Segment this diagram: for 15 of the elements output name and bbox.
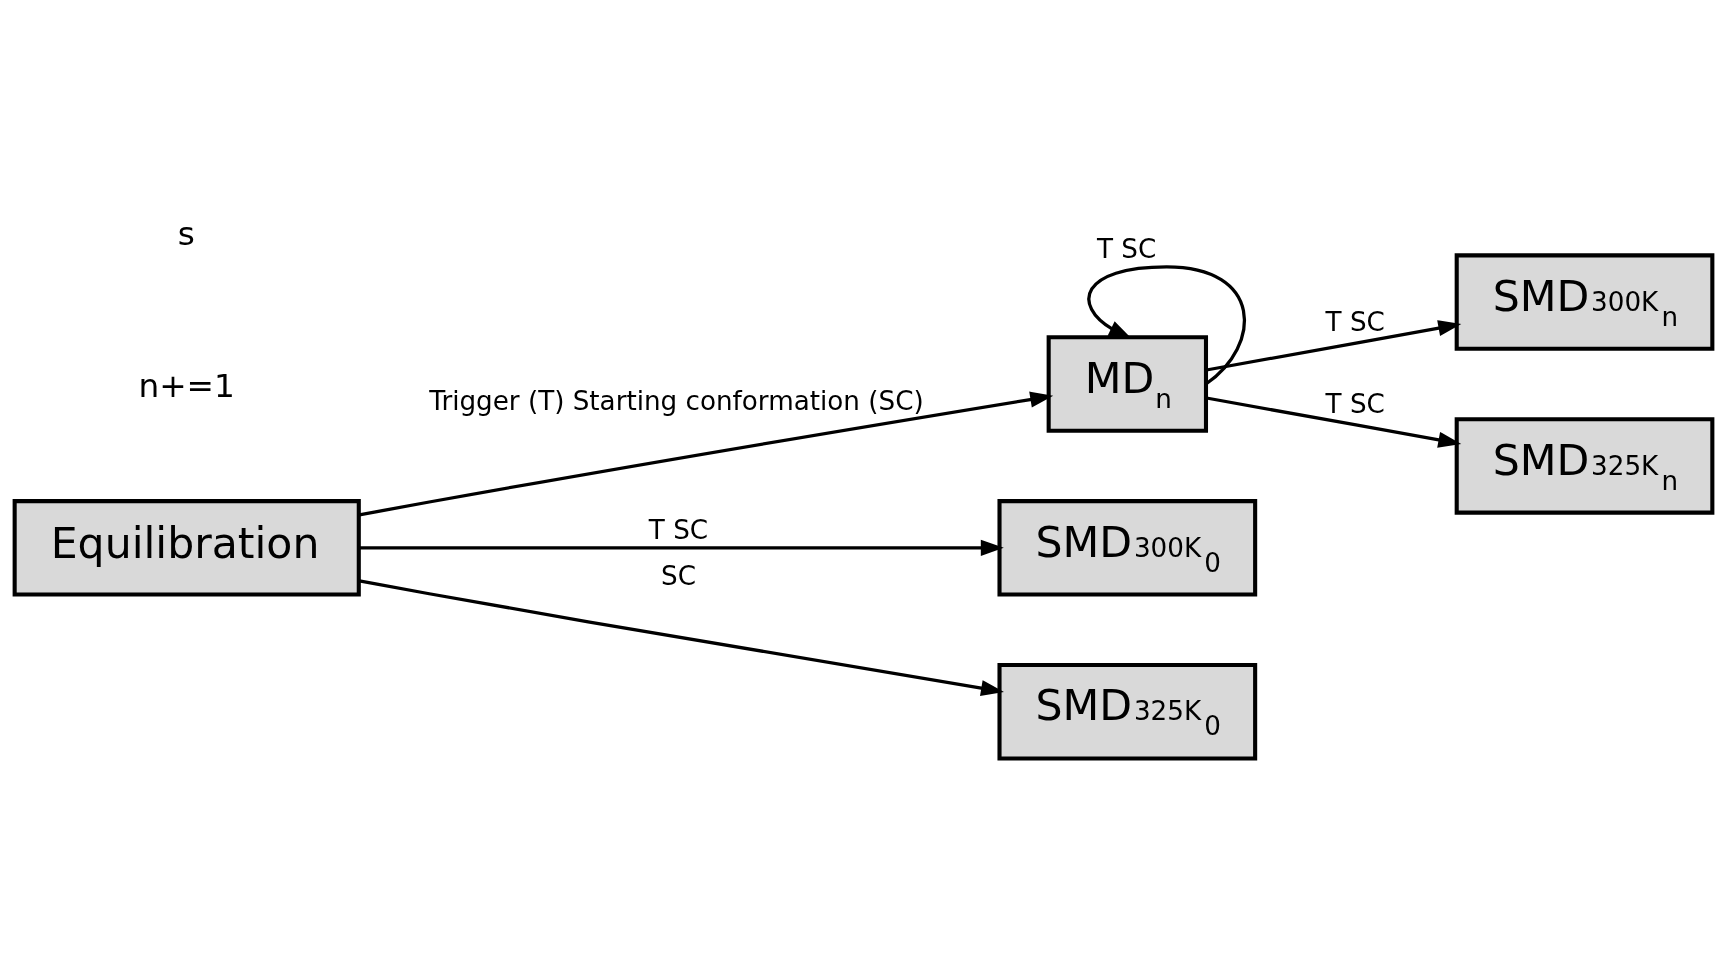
arrow bbox=[359, 579, 1004, 697]
arrow bbox=[1206, 320, 1462, 372]
label: n+=1 bbox=[138, 367, 235, 406]
edge-label: T SC bbox=[1325, 389, 1385, 420]
edge-label: T SC bbox=[648, 515, 709, 546]
arrow bbox=[1206, 396, 1462, 448]
label: s bbox=[177, 214, 195, 253]
node-box: Equilibration bbox=[12, 499, 361, 597]
edge-label: Trigger (T) Starting conformation (SC) bbox=[429, 385, 924, 416]
edge-label: T SC bbox=[1325, 307, 1385, 338]
arrow bbox=[359, 391, 1054, 517]
edge-label: T SC bbox=[1097, 234, 1157, 265]
edge-label: SC bbox=[661, 561, 697, 592]
arrow bbox=[359, 539, 1004, 556]
node-box: MD$_{n}$ bbox=[1046, 335, 1209, 433]
